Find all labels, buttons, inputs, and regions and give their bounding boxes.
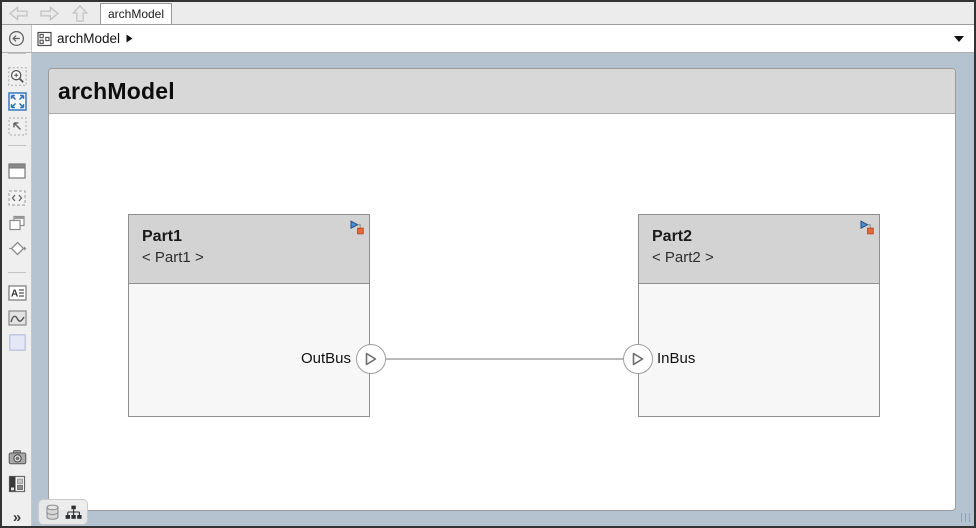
image-button[interactable]: [7, 308, 27, 328]
area-icon: [8, 333, 26, 351]
toolbar-separator: [8, 272, 26, 273]
duplicate-button[interactable]: [7, 213, 27, 233]
in-port-arrow-icon: [632, 352, 644, 366]
circled-back-icon: [8, 30, 25, 47]
address-bar: archModel: [2, 25, 974, 53]
tab-label: archModel: [107, 7, 165, 21]
left-toolbar: A: [2, 53, 32, 526]
tab-archmodel[interactable]: archModel: [100, 3, 172, 24]
viewer-button[interactable]: [7, 474, 27, 494]
architecture-page[interactable]: archModel Part1 < Part1 >: [48, 68, 956, 511]
out-port-arrow-icon: [365, 352, 377, 366]
component-part1-header: Part1 < Part1 >: [129, 215, 369, 284]
main-area: A: [2, 53, 974, 526]
up-arrow-icon: [71, 4, 89, 22]
breadcrumb-model[interactable]: archModel: [57, 31, 121, 46]
select-region-button[interactable]: [7, 116, 27, 136]
code-block-button[interactable]: [7, 188, 27, 208]
annotation-icon: A: [7, 285, 27, 301]
breadcrumb: archModel: [32, 25, 944, 52]
signal-route-button[interactable]: [7, 238, 27, 258]
svg-text:A: A: [11, 289, 18, 300]
component-part1[interactable]: Part1 < Part1 >: [128, 214, 370, 417]
select-region-icon: [8, 117, 26, 135]
zoom-in-icon: [7, 66, 27, 86]
architecture-model-icon: [37, 31, 52, 46]
breadcrumb-caret-icon[interactable]: [126, 34, 133, 43]
connection-line[interactable]: [386, 358, 623, 360]
dropdown-caret-icon: [954, 35, 964, 42]
camera-icon: [8, 450, 26, 465]
reference-badge-icon: [860, 220, 874, 235]
view-switcher-toolbar: [38, 499, 88, 525]
component-part2-header: Part2 < Part2 >: [639, 215, 879, 284]
port-outbus[interactable]: [356, 344, 386, 374]
forward-button[interactable]: [37, 4, 61, 22]
reference-badge: [349, 219, 366, 241]
component-stereotype: < Part1 >: [142, 249, 204, 266]
subsystem-button[interactable]: [7, 161, 27, 181]
hide-browser-button[interactable]: [2, 25, 32, 52]
annotation-button[interactable]: A: [7, 283, 27, 303]
area-button[interactable]: [7, 332, 27, 352]
toolbar-separator: [8, 53, 26, 54]
page-header: archModel: [49, 69, 955, 114]
forward-arrow-icon: [39, 5, 59, 21]
hierarchy-tree-icon: [65, 505, 82, 519]
viewer-icon: [8, 475, 26, 493]
component-stereotype: < Part2 >: [652, 249, 714, 266]
database-icon: [46, 504, 58, 520]
screenshot-button[interactable]: [7, 447, 27, 467]
page-title: archModel: [58, 78, 175, 104]
signal-route-icon: [8, 241, 27, 255]
image-icon: [7, 310, 27, 326]
up-to-parent-button[interactable]: [68, 4, 92, 22]
port-inbus[interactable]: [623, 344, 653, 374]
fit-to-view-icon: [7, 91, 27, 111]
diagram-canvas[interactable]: archModel Part1 < Part1 >: [32, 53, 974, 526]
breadcrumb-dropdown-button[interactable]: [944, 25, 974, 52]
port-label-outbus: OutBus: [300, 350, 351, 367]
subsystem-icon: [8, 163, 26, 179]
tab-bar: archModel: [2, 2, 974, 25]
reference-badge: [859, 219, 876, 241]
back-button[interactable]: [6, 4, 30, 22]
code-block-icon: [8, 190, 26, 206]
component-name: Part2: [652, 228, 693, 245]
component-part2[interactable]: Part2 < Part2 >: [638, 214, 880, 417]
back-arrow-icon: [8, 5, 28, 21]
interface-editor-button[interactable]: [45, 504, 60, 521]
hierarchy-view-button[interactable]: [65, 505, 82, 520]
fit-to-view-button[interactable]: [7, 91, 27, 111]
expand-toolbar-button[interactable]: »: [12, 509, 22, 526]
reference-badge-icon: [350, 220, 364, 235]
resize-grip[interactable]: [961, 513, 970, 522]
nav-group: [2, 2, 100, 24]
zoom-in-button[interactable]: [7, 66, 27, 86]
duplicate-icon: [9, 215, 25, 231]
port-label-inbus: InBus: [657, 350, 696, 367]
toolbar-separator: [8, 145, 26, 146]
component-name: Part1: [142, 228, 183, 245]
